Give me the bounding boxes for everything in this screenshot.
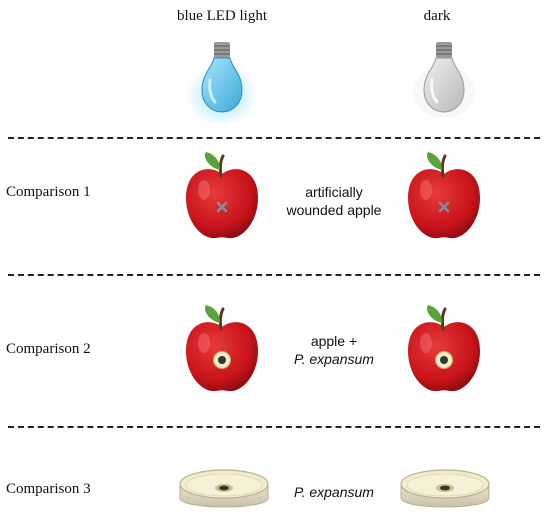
header-dark: dark	[423, 8, 451, 24]
wounded-apple-icon	[408, 152, 480, 239]
section-divider	[8, 274, 540, 276]
row-3-center-text: P. expansum	[294, 484, 374, 500]
petri-dish-icon	[400, 469, 490, 508]
row-label-comparison-3: Comparison 3	[6, 481, 91, 497]
header-blue-led: blue LED light	[177, 8, 267, 24]
section-divider	[8, 426, 540, 428]
section-divider	[8, 137, 540, 139]
lightbulb-on-icon	[186, 42, 258, 124]
petri-dish-icon	[179, 469, 269, 508]
row-2-center-line-2: P. expansum	[294, 351, 374, 367]
row-1-center-text: artificially wounded apple	[264, 183, 404, 219]
row-2-center-text: apple + P. expansum	[264, 332, 404, 368]
row-label-comparison-1: Comparison 1	[6, 184, 91, 200]
infected-apple-icon	[408, 305, 480, 392]
infected-apple-icon	[186, 305, 258, 392]
row-1-center-line-1: artificially	[305, 184, 363, 200]
row-1-center-line-2: wounded apple	[286, 202, 382, 218]
lightbulb-off-icon	[414, 42, 474, 118]
wounded-apple-icon	[186, 152, 258, 239]
row-2-center-line-1: apple +	[310, 333, 358, 349]
row-label-comparison-2: Comparison 2	[6, 341, 91, 357]
